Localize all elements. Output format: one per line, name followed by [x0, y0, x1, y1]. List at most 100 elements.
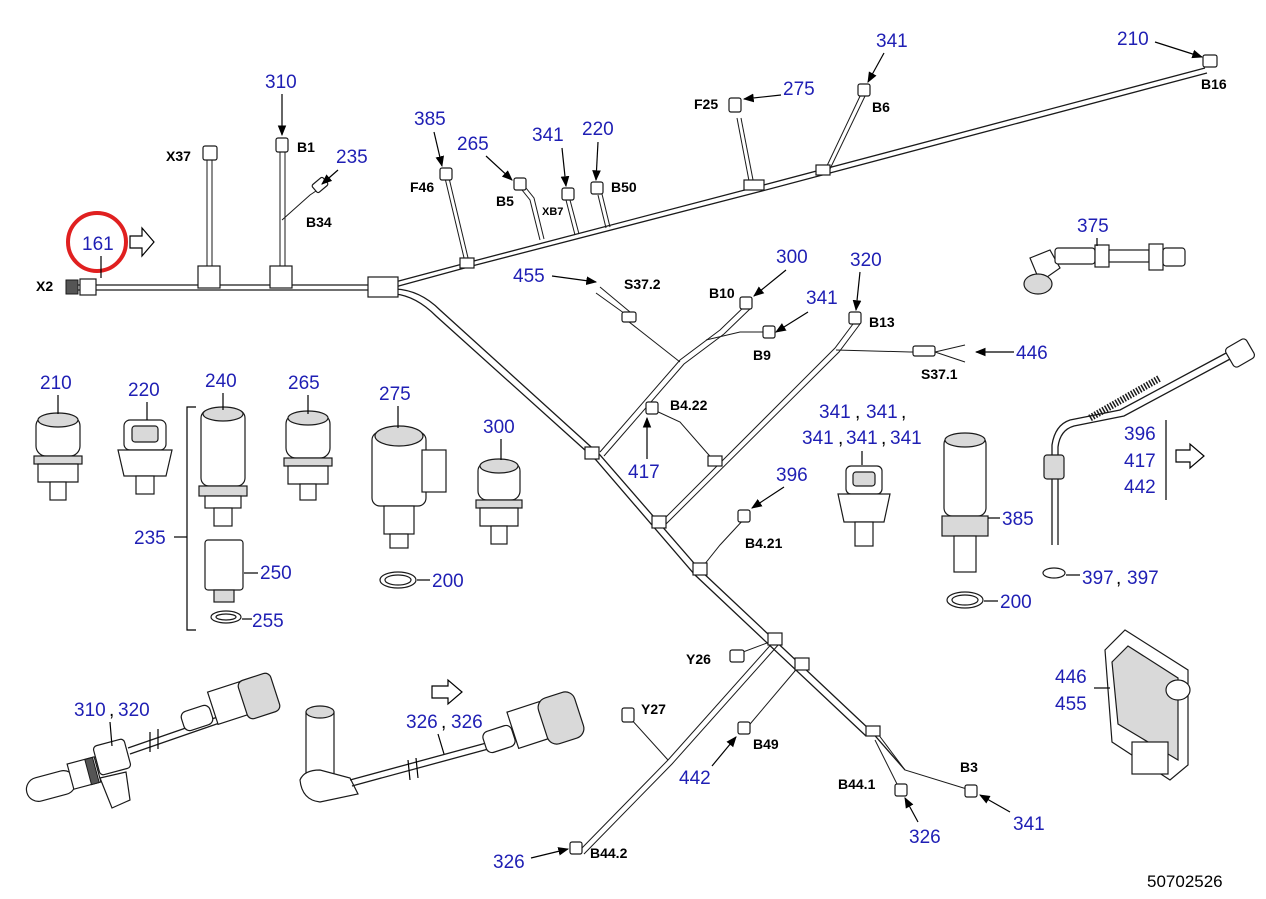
drawing-number: 50702526 [1147, 872, 1223, 891]
b34-connector [311, 176, 329, 194]
label-397b[interactable]: 397 [1127, 568, 1159, 589]
callout-235[interactable]: 235 [336, 147, 368, 168]
label-y27: Y27 [641, 701, 666, 717]
label-f25: F25 [694, 96, 718, 112]
part-326-sensor: 326 , 326 [299, 678, 585, 803]
callout-341-b7[interactable]: 341 [532, 125, 564, 146]
callout-455[interactable]: 455 [513, 266, 545, 287]
callout-396[interactable]: 396 [776, 465, 808, 486]
callout-326-b44-1[interactable]: 326 [909, 827, 941, 848]
svg-text:,: , [881, 428, 886, 449]
callout-446[interactable]: 446 [1016, 343, 1048, 364]
label-b44-2: B44.2 [590, 845, 628, 861]
label-b13: B13 [869, 314, 895, 330]
f25-connector [728, 97, 742, 113]
part-220-sensor: 220 [117, 380, 173, 495]
highlight-circle [66, 211, 128, 273]
harness-connectors [65, 54, 1218, 855]
label-326a[interactable]: 326 [406, 712, 438, 733]
callout-341-b9[interactable]: 341 [806, 288, 838, 309]
label-396[interactable]: 396 [1124, 424, 1156, 445]
label-300[interactable]: 300 [483, 417, 515, 438]
b49-connector [737, 721, 751, 735]
callout-326-b44-2[interactable]: 326 [493, 852, 525, 873]
label-341-r1a[interactable]: 341 [819, 402, 851, 423]
callout-210[interactable]: 210 [1117, 29, 1149, 50]
label-385[interactable]: 385 [1002, 509, 1034, 530]
label-s37-1: S37.1 [921, 366, 958, 382]
svg-text:,: , [1116, 568, 1121, 589]
callout-320[interactable]: 320 [850, 250, 882, 271]
svg-text:,: , [855, 402, 860, 423]
label-446[interactable]: 446 [1055, 667, 1087, 688]
label-f46: F46 [410, 179, 434, 195]
callout-442[interactable]: 442 [679, 768, 711, 789]
part-396-exhaust-temp-sensor: 396 417 442 397 , 397 [1042, 338, 1256, 589]
part-235-assembly: 235 250 255 [134, 406, 292, 632]
b3-connector [964, 784, 978, 798]
continuation-arrow-icon [129, 226, 155, 258]
label-xb7: XB7 [542, 206, 563, 218]
b6-connector [857, 83, 871, 97]
label-455[interactable]: 455 [1055, 694, 1087, 715]
callout-161[interactable]: 161 [82, 234, 114, 255]
x2-connector [65, 279, 79, 295]
b4-21-connector [737, 509, 751, 523]
label-255[interactable]: 255 [252, 611, 284, 632]
s37-2-switch [621, 311, 637, 323]
label-b16: B16 [1201, 76, 1227, 92]
b5-connector [513, 177, 527, 191]
b16-connector [1202, 54, 1218, 68]
label-442[interactable]: 442 [1124, 477, 1156, 498]
callout-265[interactable]: 265 [457, 134, 489, 155]
callout-341-b6[interactable]: 341 [876, 31, 908, 52]
callout-220[interactable]: 220 [582, 119, 614, 140]
s37-1-switch [912, 345, 936, 357]
part-265-sensor: 265 [283, 373, 333, 501]
label-250[interactable]: 250 [260, 563, 292, 584]
label-326b[interactable]: 326 [451, 712, 483, 733]
label-320[interactable]: 320 [118, 700, 150, 721]
label-b9: B9 [753, 347, 771, 363]
svg-text:,: , [838, 428, 843, 449]
callout-275[interactable]: 275 [783, 79, 815, 100]
label-x37: X37 [166, 148, 191, 164]
label-417[interactable]: 417 [1124, 451, 1156, 472]
designator-labels: X2 X37 B1 B34 F46 B5 XB7 B50 F25 B6 B16 … [36, 76, 1227, 861]
continuation-arrow-icon [1175, 442, 1205, 470]
label-341-r1b[interactable]: 341 [866, 402, 898, 423]
label-210[interactable]: 210 [40, 373, 72, 394]
callout-417[interactable]: 417 [628, 462, 660, 483]
label-b34: B34 [306, 214, 332, 230]
label-200a[interactable]: 200 [432, 571, 464, 592]
label-265[interactable]: 265 [288, 373, 320, 394]
b50-connector [590, 181, 604, 195]
svg-text:,: , [109, 700, 114, 721]
b9-connector [762, 325, 776, 339]
label-341-r2a[interactable]: 341 [802, 428, 834, 449]
label-341-r2b[interactable]: 341 [846, 428, 878, 449]
label-275[interactable]: 275 [379, 384, 411, 405]
label-310[interactable]: 310 [74, 700, 106, 721]
label-235[interactable]: 235 [134, 528, 166, 549]
label-b3: B3 [960, 759, 978, 775]
callout-300[interactable]: 300 [776, 247, 808, 268]
label-200b[interactable]: 200 [1000, 592, 1032, 613]
f46-connector [439, 167, 453, 181]
part-275-solenoid: 275 200 [371, 384, 464, 592]
label-375[interactable]: 375 [1077, 216, 1109, 237]
part-240-sensor: 240 [198, 371, 248, 527]
label-220[interactable]: 220 [128, 380, 160, 401]
callout-310[interactable]: 310 [265, 72, 297, 93]
label-341-r2c[interactable]: 341 [890, 428, 922, 449]
label-397a[interactable]: 397 [1082, 568, 1114, 589]
xb7-connector [561, 187, 575, 201]
label-x2: X2 [36, 278, 53, 294]
b10-connector [739, 296, 753, 310]
label-s37-2: S37.2 [624, 276, 661, 292]
callout-385[interactable]: 385 [414, 109, 446, 130]
svg-text:,: , [441, 712, 446, 733]
b4-22-connector [645, 401, 659, 415]
callout-341-b3[interactable]: 341 [1013, 814, 1045, 835]
label-240[interactable]: 240 [205, 371, 237, 392]
